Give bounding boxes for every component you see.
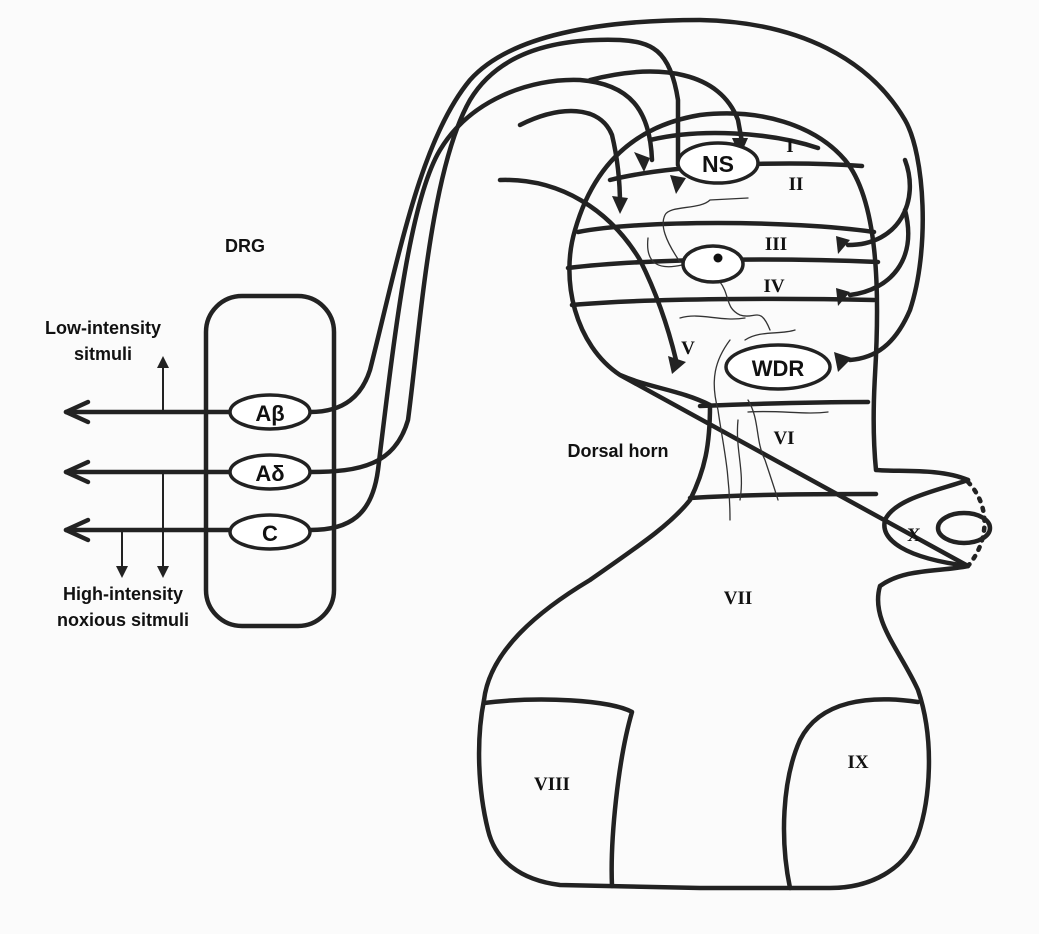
lamina-boundary-8 xyxy=(481,697,635,889)
lamina-iii-neuron xyxy=(681,244,745,284)
lamina-label-viii: VIII xyxy=(534,774,570,795)
ns-neuron-label: NS xyxy=(702,151,734,177)
dendrite-lamina-iv xyxy=(719,281,771,331)
dendrite-lamina-vi-2 xyxy=(747,410,829,414)
dendrite-lamina-vi-3 xyxy=(736,419,743,501)
fiber-label-a-beta: Aβ xyxy=(255,401,284,426)
fiber-label-c: C xyxy=(262,521,278,546)
dendrite-lamina-iv-2 xyxy=(679,315,746,320)
dorsal-horn-label: Dorsal horn xyxy=(567,441,668,461)
terminal-3 xyxy=(670,175,686,194)
afferent-fiber-a-delta xyxy=(63,37,681,475)
wdr-neuron-label: WDR xyxy=(752,356,805,381)
terminal-8 xyxy=(834,352,852,372)
lamina-iii-neuron-nucleus xyxy=(713,253,723,263)
afferent-collateral-1 xyxy=(587,69,745,145)
lamina-label-iii: III xyxy=(765,234,787,255)
lamina-boundary-3 xyxy=(575,220,877,235)
afferent-collateral-3 xyxy=(497,177,679,363)
afferent-collateral-4 xyxy=(845,157,912,248)
low-intensity-label-line2: sitmuli xyxy=(74,344,132,364)
afferent-fiber-a-beta xyxy=(63,17,925,415)
fiber-cell-a-delta xyxy=(228,453,312,491)
fiber-fork-a-beta xyxy=(63,399,91,425)
terminal-2 xyxy=(634,152,650,172)
lamina-x-region xyxy=(882,477,971,569)
fiber-fork-c xyxy=(63,517,91,543)
lamina-label-ii: II xyxy=(789,174,804,195)
wdr-neuron xyxy=(724,343,832,391)
drg-capsule xyxy=(203,293,337,629)
lamina-label-x: X xyxy=(907,525,921,546)
dendrite-lamina-vi xyxy=(747,399,779,501)
dendrite-wdr-axon xyxy=(713,339,731,521)
terminal-4 xyxy=(612,196,628,214)
terminal-7 xyxy=(836,288,850,306)
terminal-5 xyxy=(668,356,686,374)
fiber-cell-a-beta xyxy=(228,393,312,431)
high-intensity-label-line2: noxious sitmuli xyxy=(57,610,189,630)
fiber-cell-c xyxy=(228,513,312,551)
high-intensity-label-line1: High-intensity xyxy=(63,584,183,604)
central-canal-edge xyxy=(965,479,987,569)
lamina-boundary-1 xyxy=(647,130,821,151)
lamina-boundary-6 xyxy=(697,399,871,409)
lamina-boundary-9 xyxy=(781,697,921,891)
lamina-label-vii: VII xyxy=(724,588,753,609)
drg-label: DRG xyxy=(225,236,265,256)
gray-matter-outline xyxy=(476,111,971,891)
lamina-label-v: V xyxy=(681,338,695,359)
lamina-boundary-5 xyxy=(569,296,877,308)
lamina-boundary-7 xyxy=(687,491,879,501)
afferent-collateral-2 xyxy=(517,108,623,208)
ns-neuron xyxy=(676,141,760,185)
terminal-6 xyxy=(836,236,850,254)
low-intensity-label-line1: Low-intensity xyxy=(45,318,161,338)
dendrite-lamina-iii xyxy=(662,197,749,263)
dendrite-lamina-iii-left xyxy=(647,237,683,268)
lamina-label-vi: VI xyxy=(773,428,794,449)
central-canal xyxy=(935,510,993,546)
lamina-label-iv: IV xyxy=(763,276,784,297)
fiber-label-a-delta: Aδ xyxy=(255,461,284,486)
dendrite-wdr-branch xyxy=(744,329,796,341)
lamina-label-i: I xyxy=(786,136,793,157)
afferent-collateral-5 xyxy=(847,207,911,298)
afferent-fiber-c xyxy=(63,77,655,533)
lamina-label-ix: IX xyxy=(847,752,868,773)
fiber-fork-a-delta xyxy=(63,459,91,485)
